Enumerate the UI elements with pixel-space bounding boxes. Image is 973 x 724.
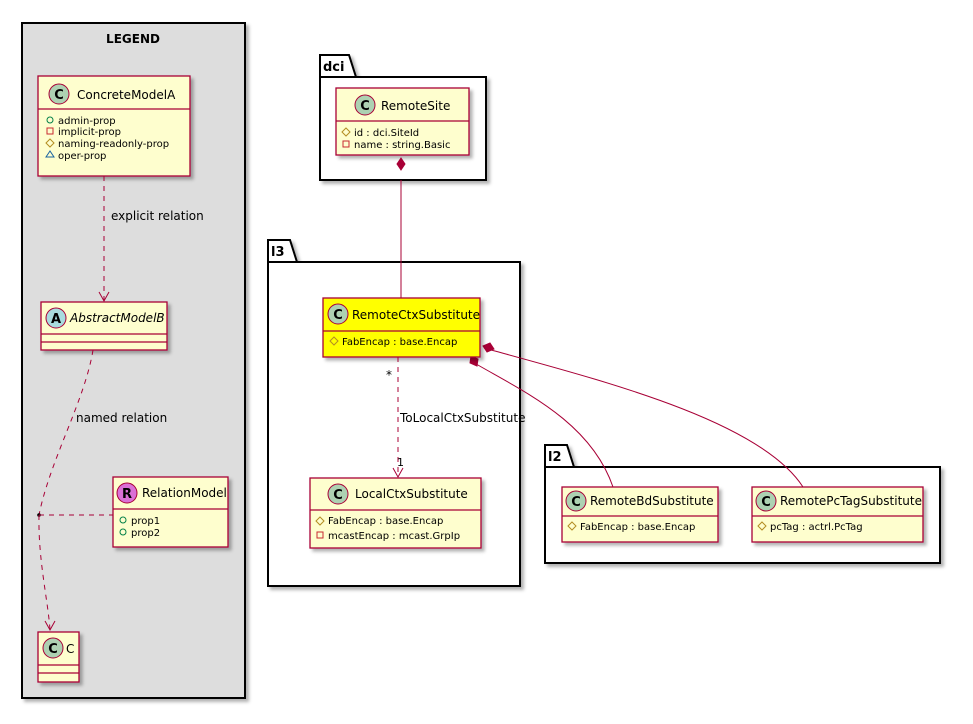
svg-text:C: C (360, 99, 370, 114)
class-circle-icon: C (755, 490, 777, 512)
legend-title: LEGEND (106, 32, 160, 46)
class-name: RemoteCtxSubstitute (352, 308, 480, 322)
protected-visibility-icon (567, 521, 577, 531)
explicit-relation-edge (98, 176, 110, 303)
class-remote-site[interactable]: C RemoteSite id : dci.SiteId name : stri… (335, 87, 470, 156)
attr-item: FabEncap : base.Encap (342, 337, 457, 348)
public-visibility-icon (46, 116, 54, 124)
to-local-ctx-edge (392, 357, 404, 479)
package-name: dci (323, 60, 344, 75)
prop-item: admin-prop (58, 116, 116, 127)
svg-text:C: C (48, 642, 58, 657)
class-concrete-model-a[interactable]: C ConcreteModelA admin-prop implicit-pro… (37, 75, 191, 177)
named-relation-edge (37, 349, 113, 632)
class-circle-icon: C (565, 490, 587, 512)
attr-item: FabEncap : base.Encap (328, 516, 443, 527)
relation-circle-icon: R (116, 482, 138, 504)
class-relation-model[interactable]: R RelationModel prop1 prop2 (112, 476, 229, 548)
prop-item: prop1 (131, 516, 160, 527)
attr-item: FabEncap : base.Encap (580, 522, 695, 533)
composition-edge-ctx-pctag (482, 342, 804, 488)
package-name: l2 (548, 450, 562, 465)
package-visibility-icon (45, 150, 55, 158)
protected-visibility-icon (341, 127, 351, 137)
svg-text:R: R (122, 487, 132, 502)
composition-edge-site-ctx (396, 157, 406, 298)
explicit-relation-label: explicit relation (111, 209, 204, 223)
class-remote-ctx-substitute[interactable]: C RemoteCtxSubstitute FabEncap : base.En… (322, 297, 481, 358)
class-remote-pctag-substitute[interactable]: C RemotePcTagSubstitute pcTag : actrl.Pc… (751, 486, 924, 543)
multiplicity-star: * (386, 368, 392, 382)
svg-text:C: C (761, 495, 771, 510)
abstract-circle-icon: A (45, 307, 67, 329)
composition-edge-ctx-bd (469, 355, 614, 488)
protected-visibility-icon (45, 138, 55, 148)
named-relation-label: named relation (76, 411, 167, 425)
svg-text:C: C (571, 495, 581, 510)
class-name: ConcreteModelA (77, 88, 176, 102)
public-visibility-icon (119, 516, 127, 524)
class-name: LocalCtxSubstitute (355, 487, 468, 501)
svg-text:C: C (333, 488, 343, 503)
class-circle-icon: C (327, 483, 349, 505)
prop-item: prop2 (131, 528, 160, 539)
attr-item: pcTag : actrl.PcTag (770, 522, 863, 533)
private-visibility-icon (342, 140, 350, 148)
svg-text:C: C (54, 88, 64, 103)
package-name: l3 (271, 245, 285, 260)
attr-item: name : string.Basic (354, 140, 450, 151)
class-name: RemotePcTagSubstitute (780, 494, 922, 508)
to-local-ctx-label: ToLocalCtxSubstitute (399, 411, 525, 425)
class-local-ctx-substitute[interactable]: C LocalCtxSubstitute FabEncap : base.Enc… (309, 477, 482, 549)
multiplicity-one: 1 (397, 456, 404, 469)
class-abstract-model-b[interactable]: A AbstractModelB (40, 301, 168, 351)
prop-item: oper-prop (58, 151, 106, 162)
private-visibility-icon (46, 127, 54, 135)
private-visibility-icon (316, 531, 324, 539)
class-circle-icon: C (42, 637, 64, 659)
svg-text:A: A (51, 312, 61, 327)
public-visibility-icon (119, 528, 127, 536)
protected-visibility-icon (329, 336, 339, 346)
class-name: RelationModel (142, 486, 227, 500)
class-remote-bd-substitute[interactable]: C RemoteBdSubstitute FabEncap : base.Enc… (561, 486, 719, 543)
protected-visibility-icon (757, 521, 767, 531)
class-c[interactable]: C C (37, 631, 80, 683)
class-name: C (66, 642, 74, 656)
attr-item: mcastEncap : mcast.GrpIp (328, 531, 460, 542)
prop-item: naming-readonly-prop (58, 139, 169, 150)
svg-text:C: C (333, 308, 343, 323)
class-name: RemoteSite (381, 99, 450, 113)
class-circle-icon: C (354, 94, 376, 116)
prop-item: implicit-prop (58, 127, 121, 138)
protected-visibility-icon (315, 516, 325, 526)
class-name: RemoteBdSubstitute (590, 494, 714, 508)
class-name: AbstractModelB (69, 311, 165, 325)
class-circle-icon: C (48, 83, 70, 105)
attr-item: id : dci.SiteId (354, 128, 419, 139)
class-circle-icon: C (327, 303, 349, 325)
